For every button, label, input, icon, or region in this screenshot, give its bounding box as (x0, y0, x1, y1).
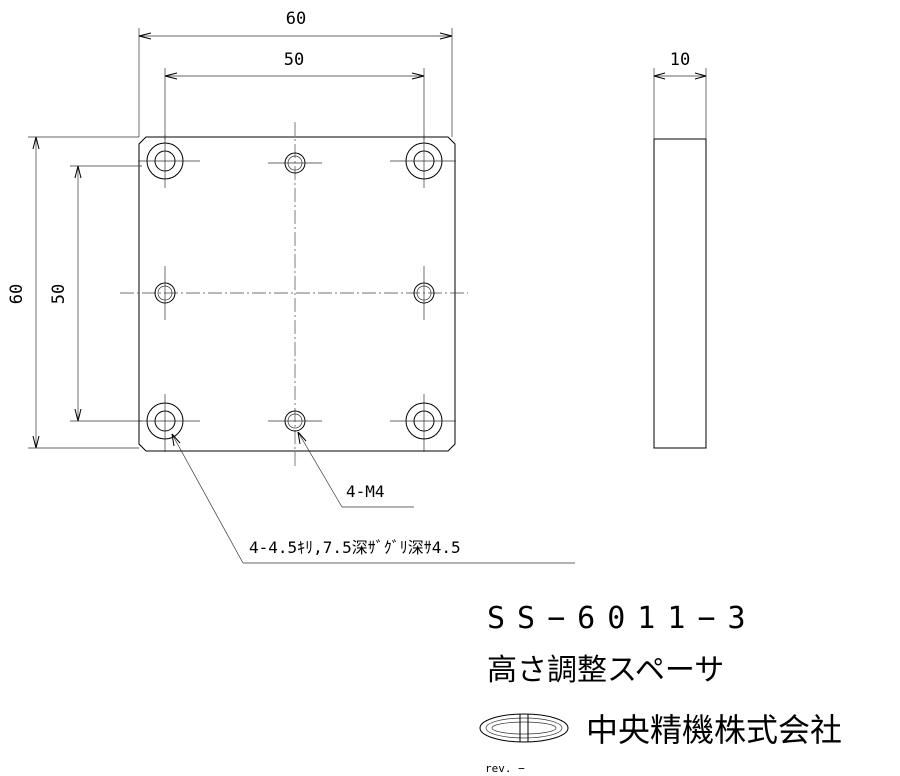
dimension-left-overall: 60 (7, 136, 139, 449)
dimension-top-overall-label: 60 (286, 9, 306, 29)
revision-label: rev. − (485, 762, 525, 775)
dimension-top-pitch-label: 50 (284, 50, 304, 70)
dimension-side-thickness: 10 (653, 50, 707, 139)
counterbored-hole-top-right (390, 135, 456, 188)
note-tapped-holes: 4-M4 (346, 482, 385, 501)
tapped-hole-top (268, 152, 322, 174)
dimension-left-overall-label: 60 (7, 284, 27, 304)
leader-tapped-holes: 4-M4 (297, 431, 414, 508)
front-view-plate-outline (138, 136, 456, 452)
tapped-hole-right (413, 266, 435, 320)
part-name: 高さ調整スペーサ (487, 653, 724, 688)
note-counterbored-holes: 4-4.5ｷﾘ,7.5深ｻﾞｸﾞﾘ深ｻ4.5 (249, 538, 461, 557)
counterbored-hole-bottom-right (390, 394, 456, 452)
dimension-left-pitch: 50 (49, 165, 142, 422)
side-view-outline (653, 138, 707, 449)
dimension-top-pitch: 50 (164, 50, 425, 140)
company-logo-icon (479, 713, 569, 743)
part-number: SS−6011−3 (487, 601, 758, 636)
dimension-left-pitch-label: 50 (49, 284, 69, 304)
dimension-top-overall: 60 (138, 9, 453, 137)
leader-counterbored-holes: 4-4.5ｷﾘ,7.5深ｻﾞｸﾞﾘ深ｻ4.5 (171, 433, 575, 564)
dimension-side-thickness-label: 10 (670, 50, 690, 70)
tapped-hole-left (154, 266, 176, 320)
company-name: 中央精機株式会社 (586, 711, 842, 749)
counterbored-hole-bottom-left (138, 394, 200, 452)
counterbored-hole-top-left (138, 135, 200, 188)
tapped-hole-bottom (268, 410, 322, 432)
